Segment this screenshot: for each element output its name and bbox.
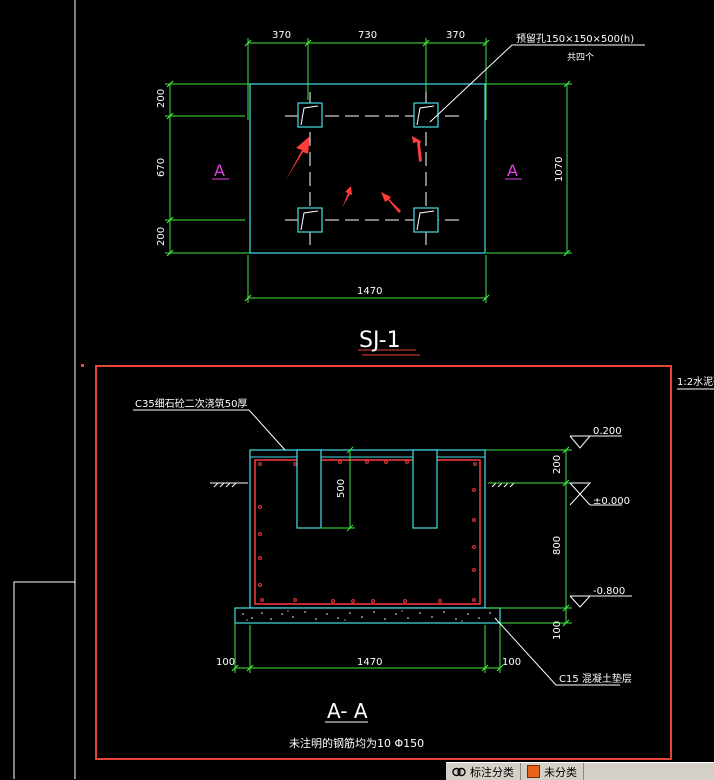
dim-top-left: 370 (272, 30, 291, 41)
plan-view (165, 38, 645, 303)
dim-bottom-middle: 1470 (357, 657, 382, 668)
section-view (81, 364, 672, 760)
top-layer-callout: C35细石砼二次浇筑50厚 (135, 397, 247, 410)
dim-bottom-left: 100 (216, 657, 235, 668)
plan-title: SJ-1 (359, 328, 401, 353)
tab-uncategorized[interactable]: 未分类 (521, 763, 584, 780)
dim-left-middle: 670 (156, 158, 167, 177)
elevation-top: 0.200 (593, 426, 622, 437)
hole-count-text: 共四个 (567, 52, 594, 63)
elevation-zero: ±0.000 (593, 496, 630, 507)
tab-annotation-category[interactable]: 标注分类 (446, 763, 521, 780)
side-note: 1:2水泥砂 (677, 375, 714, 388)
dim-top-middle: 730 (358, 30, 377, 41)
dim-section-bottom: 100 (552, 621, 563, 640)
section-title: A- A (327, 699, 368, 723)
section-label-left: A (214, 161, 225, 180)
dim-right-total: 1070 (554, 157, 565, 182)
tab-uncategorized-label: 未分类 (544, 765, 577, 779)
layer-square-icon (527, 765, 540, 778)
rebar-note: 未注明的钢筋均为10 Φ150 (289, 736, 424, 750)
cushion-callout: C15 混凝土垫层 (559, 672, 632, 685)
layer-tab-bar: 标注分类 未分类 (446, 762, 714, 780)
link-icon (452, 767, 466, 776)
hole-callout-text: 预留孔150×150×500(h) (516, 32, 634, 45)
elevation-bottom: -0.800 (593, 586, 625, 597)
tab-annotation-label: 标注分类 (470, 765, 514, 779)
section-label-right: A (507, 161, 518, 180)
dim-section-middle: 800 (552, 536, 563, 555)
red-arrow-icon (286, 136, 422, 213)
dim-bottom-total: 1470 (357, 286, 382, 297)
dim-left-top: 200 (156, 89, 167, 108)
hole-depth-dim: 500 (336, 479, 347, 498)
dim-top-right: 370 (446, 30, 465, 41)
dim-bottom-right: 100 (502, 657, 521, 668)
dim-section-top: 200 (552, 455, 563, 474)
dim-left-bottom: 200 (156, 227, 167, 246)
